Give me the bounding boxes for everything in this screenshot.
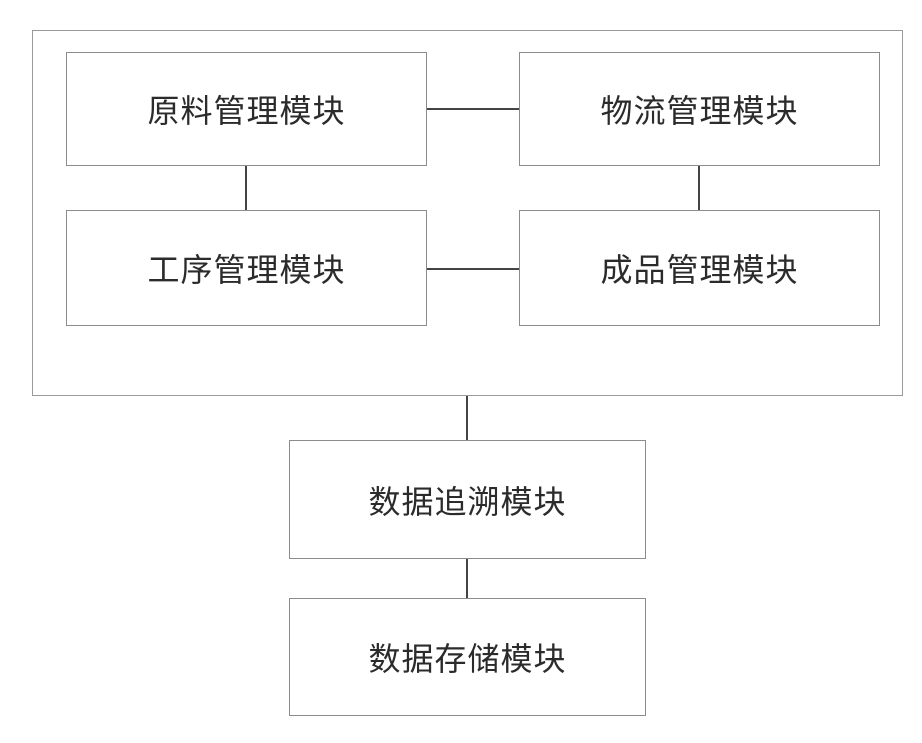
data-trace-module-label: 数据追溯模块 — [368, 477, 566, 523]
logistics-module-box: 物流管理模块 — [519, 52, 880, 166]
finished-product-module-label: 成品管理模块 — [600, 245, 798, 291]
logistics-module-label: 物流管理模块 — [600, 86, 798, 132]
connector-logistics-finished-product — [698, 166, 700, 210]
connector-process-finished-product — [427, 268, 519, 270]
connector-data-trace-data-storage — [466, 559, 468, 598]
raw-material-module-box: 原料管理模块 — [66, 52, 427, 166]
data-storage-module-box: 数据存储模块 — [289, 598, 646, 716]
connector-raw-material-process — [245, 166, 247, 210]
connector-raw-material-logistics — [427, 108, 519, 110]
connector-group-data-trace — [466, 396, 468, 440]
process-module-box: 工序管理模块 — [66, 210, 427, 326]
process-module-label: 工序管理模块 — [147, 245, 345, 291]
data-storage-module-label: 数据存储模块 — [368, 634, 566, 680]
data-trace-module-box: 数据追溯模块 — [289, 440, 646, 559]
finished-product-module-box: 成品管理模块 — [519, 210, 880, 326]
raw-material-module-label: 原料管理模块 — [147, 86, 345, 132]
